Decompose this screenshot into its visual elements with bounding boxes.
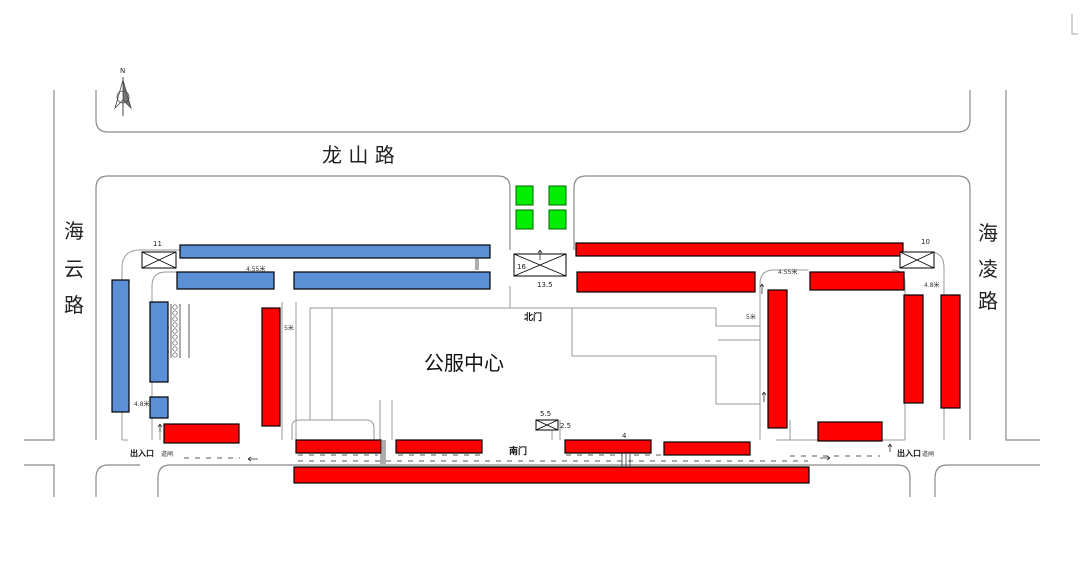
road-name-east-1: 海 (978, 221, 998, 245)
road-name-west-1: 海 (64, 219, 84, 243)
red-row (940, 294, 961, 409)
dim-label: 5米 (284, 324, 294, 332)
guard-right-label: 道闸 (922, 450, 934, 458)
dim-label: 5.5 (540, 410, 551, 418)
red-row (395, 439, 483, 454)
dim-label: 4.8米 (134, 400, 150, 408)
barrier-gate-icon (899, 251, 935, 269)
blue-row (176, 271, 275, 290)
corner-mark (1071, 14, 1078, 35)
lane-markings (184, 454, 880, 462)
svg-text:N: N (120, 67, 125, 75)
red-row (564, 439, 652, 454)
red-row (295, 439, 382, 454)
red-row (663, 441, 751, 456)
road-outlines (24, 90, 1040, 497)
direction-arrows (157, 249, 893, 462)
green-stall (548, 209, 567, 230)
road-name-west-3: 路 (64, 293, 84, 317)
exit-left-label: 出入口 (130, 448, 154, 458)
blue-row (149, 301, 169, 383)
dim-label: 4.55米 (246, 265, 265, 273)
red-row (817, 421, 883, 442)
dim-label: 4 (622, 432, 627, 440)
south-gate-label: 南门 (509, 445, 527, 457)
red-row (575, 242, 904, 257)
green-stall (548, 185, 567, 206)
red-row (809, 271, 905, 291)
north-arrow-icon: N (114, 67, 132, 116)
red-row (767, 289, 788, 429)
dim-label: 4.8米 (924, 281, 940, 289)
red-row (293, 466, 810, 484)
green-stall (515, 185, 534, 206)
road-name-west-2: 云 (64, 257, 84, 281)
bike-rack-circles (172, 304, 178, 358)
dim-label: 5米 (746, 313, 756, 321)
red-row (163, 423, 240, 444)
gate-width-north: 13.5 (537, 281, 553, 289)
red-row (576, 271, 756, 293)
road-name-east-3: 路 (978, 289, 998, 313)
gate-number-west: 11 (153, 240, 162, 248)
green-stall (515, 209, 534, 230)
barrier-gate-icon (141, 251, 177, 269)
exit-right-label: 出入口 (897, 448, 921, 458)
green-stalls (515, 185, 567, 230)
guard-left-label: 道闸 (161, 450, 173, 458)
site-inner-lines (121, 249, 945, 441)
gate-number-north: 16 (517, 263, 526, 271)
blue-row (179, 244, 491, 259)
gate-number-east: 10 (921, 238, 930, 246)
dim-label: 4.55米 (778, 268, 797, 276)
blue-row (149, 396, 169, 419)
red-row (261, 307, 281, 427)
blue-parking-rows (111, 244, 491, 419)
red-row (903, 294, 924, 404)
barrier-gate-icon (535, 419, 559, 431)
north-gate-label: 北门 (524, 311, 542, 323)
road-name-north: 龙 山 路 (322, 143, 395, 167)
blue-row (293, 271, 491, 290)
dim-label: 2.5 (560, 422, 571, 430)
red-parking-rows (163, 242, 961, 484)
road-name-east-2: 凌 (978, 257, 998, 281)
center-label: 公服中心 (424, 351, 504, 375)
fence-ticks (170, 258, 631, 468)
blue-row (111, 279, 130, 413)
